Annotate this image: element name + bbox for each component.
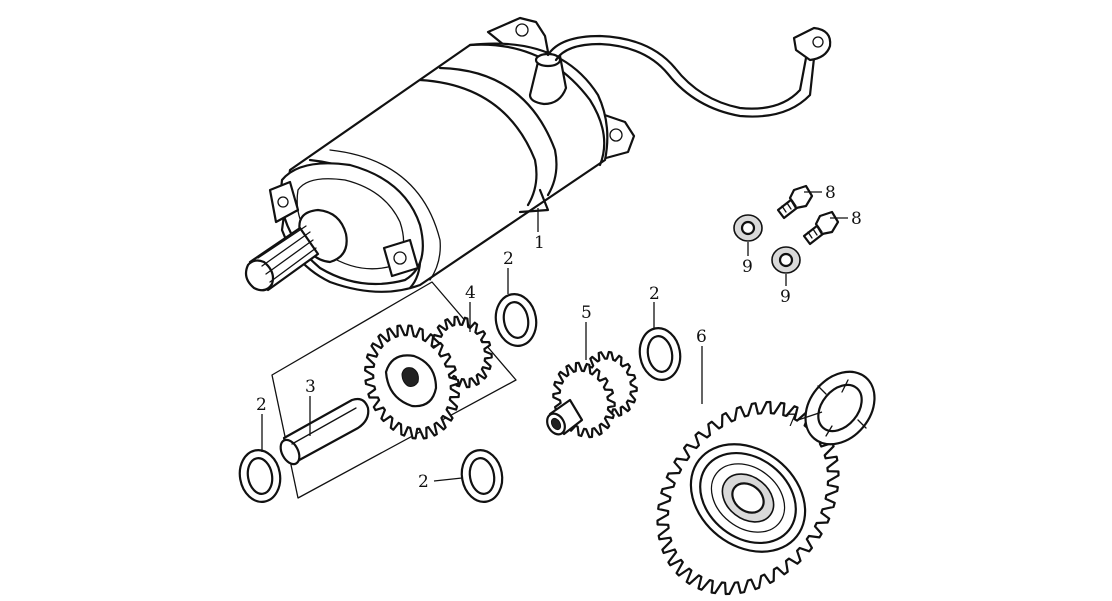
callout-6: 6 [696,327,707,347]
callout-9-right: 9 [780,287,791,307]
small-washer-icon [733,214,763,242]
callout-4: 4 [465,283,476,303]
callout-8-top: 8 [825,183,836,203]
callout-2-left: 2 [256,395,267,415]
callout-3: 3 [305,377,316,397]
double-gear-icon [364,315,493,440]
starter-motor-icon [244,16,832,293]
callout-5: 5 [581,303,592,323]
callout-9-left: 9 [742,257,753,277]
washer-icon [460,449,504,503]
idle-gear-icon [546,350,638,439]
thrust-ring-icon [804,370,876,446]
bolt-icon [802,210,840,246]
washer-icon [238,449,282,503]
callout-2-mid: 2 [649,284,660,304]
callout-8-bottom: 8 [851,209,862,229]
callout-2-bottom: 2 [418,472,429,492]
washer-icon [638,327,682,381]
shaft-pin-icon [279,397,370,466]
large-sprocket-gear-icon [656,400,840,596]
bolt-icon [776,184,814,220]
callout-1: 1 [534,233,545,253]
callout-7: 7 [786,411,797,431]
small-washer-icon [771,246,801,274]
callout-2-top: 2 [503,249,514,269]
washer-icon [494,293,538,347]
leader-lines [261,191,848,482]
